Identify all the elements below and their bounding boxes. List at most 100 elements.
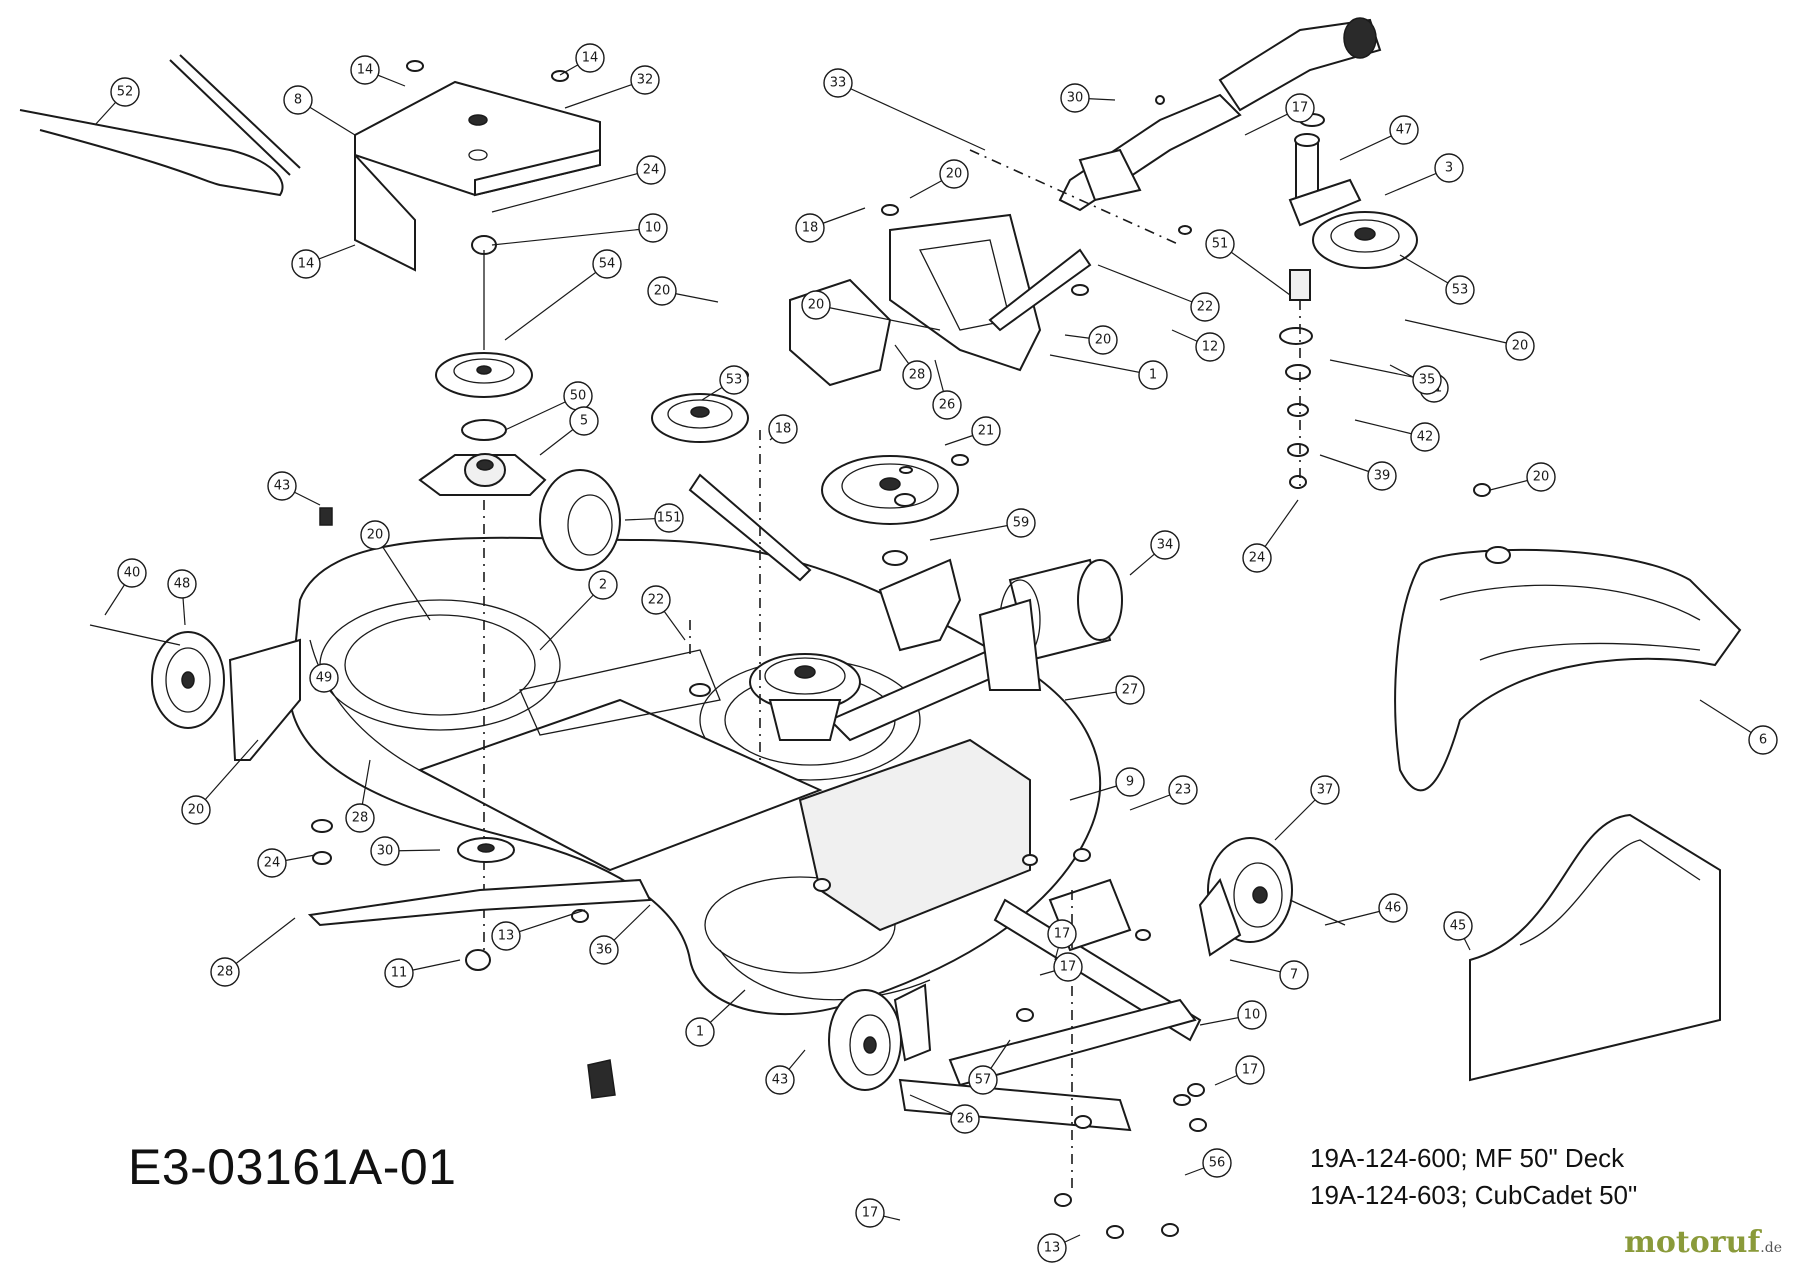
callout-number: 10	[645, 221, 662, 236]
callout-number: 50	[570, 389, 587, 404]
callout-49: 49	[309, 663, 339, 693]
callout-52: 52	[94, 77, 140, 126]
callout-20: 20	[360, 520, 431, 621]
callout-number: 33	[830, 76, 847, 91]
callout-28: 28	[210, 917, 296, 987]
callout-bubble	[1505, 331, 1535, 361]
callout-number: 20	[1533, 470, 1550, 485]
callout-bubble	[685, 1017, 715, 1047]
callout-number: 32	[637, 73, 654, 88]
callout-bubble	[855, 1198, 885, 1228]
callout-leader	[195, 739, 259, 811]
callout-bubble	[1115, 675, 1145, 705]
callout-bubble	[1410, 422, 1440, 452]
callout-37: 37	[1274, 775, 1340, 841]
callout-bubble	[823, 68, 853, 98]
callout-number: 28	[909, 368, 926, 383]
callout-5: 5	[539, 406, 599, 456]
callout-bubble	[283, 85, 313, 115]
callout-bubble	[801, 290, 831, 320]
callout-bubble	[1445, 275, 1475, 305]
callout-number: 1	[1149, 368, 1157, 383]
brand-watermark: motoruf.de	[1624, 1225, 1782, 1260]
callout-bubble	[569, 406, 599, 436]
callout-bubble	[1434, 153, 1464, 183]
callout-56: 56	[1184, 1148, 1232, 1178]
callout-8: 8	[283, 85, 356, 136]
callout-bubble	[1053, 952, 1083, 982]
callout-bubble	[1526, 462, 1556, 492]
callout-14: 14	[291, 244, 356, 279]
callout-bubble	[309, 663, 339, 693]
callout-leader	[504, 263, 608, 341]
callout-number: 18	[802, 221, 819, 236]
callout-number: 53	[726, 373, 743, 388]
callout-24: 24	[491, 155, 666, 213]
callout-number: 27	[1122, 683, 1139, 698]
callout-bubble	[1190, 292, 1220, 322]
callout-1: 1	[1049, 354, 1168, 390]
callout-number: 42	[1417, 430, 1434, 445]
deflector-rod	[19, 54, 301, 197]
callout-bubble	[795, 213, 825, 243]
callout-number: 37	[1317, 783, 1334, 798]
callout-number: 20	[946, 167, 963, 182]
callout-number: 23	[1175, 783, 1192, 798]
callout-number: 52	[117, 85, 134, 100]
callout-17: 17	[1244, 93, 1315, 136]
callout-bubble	[1088, 325, 1118, 355]
callout-leader	[1404, 319, 1521, 347]
callout-leader	[491, 169, 652, 213]
callout-bubble	[1202, 1148, 1232, 1178]
callout-18: 18	[768, 414, 798, 444]
callout-bubble	[1138, 360, 1168, 390]
callout-number: 47	[1396, 123, 1413, 138]
callout-bubble	[638, 213, 668, 243]
callout-number: 3	[1445, 161, 1453, 176]
callout-number: 1	[696, 1025, 704, 1040]
callout-47: 47	[1339, 115, 1419, 161]
callout-45: 45	[1443, 911, 1473, 951]
callout-39: 39	[1319, 454, 1397, 491]
callout-number: 59	[1013, 516, 1030, 531]
callout-bubble	[1006, 508, 1036, 538]
callout-leader	[1097, 264, 1206, 308]
callout-10: 10	[491, 213, 668, 246]
callout-20: 20	[1489, 462, 1556, 492]
callout-bubble	[491, 921, 521, 951]
callout-46: 46	[1324, 893, 1408, 926]
callout-43: 43	[267, 471, 321, 506]
callout-bubble	[630, 65, 660, 95]
callout-bubble	[1060, 83, 1090, 113]
callout-bubble	[1235, 1055, 1265, 1085]
callout-number: 20	[808, 298, 825, 313]
callout-number: 57	[975, 1073, 992, 1088]
callout-bubble	[1047, 919, 1077, 949]
callout-number: 14	[357, 63, 374, 78]
callout-14: 14	[559, 43, 605, 76]
callout-number: 17	[1054, 927, 1071, 942]
callout-number: 9	[1126, 775, 1134, 790]
callout-bubble	[257, 848, 287, 878]
mulch-plug	[1469, 813, 1721, 1082]
spring-assembly	[878, 558, 1123, 691]
brand-name: motoruf	[1624, 1225, 1761, 1260]
callout-17: 17	[1047, 919, 1077, 961]
callout-number: 24	[264, 856, 281, 871]
callout-bubble	[1237, 1000, 1267, 1030]
callout-number: 6	[1759, 733, 1767, 748]
callout-bubble	[765, 1065, 795, 1095]
callout-bubble	[902, 360, 932, 390]
callout-42: 42	[1354, 419, 1440, 452]
callout-number: 5	[580, 414, 588, 429]
callout-bubble	[1037, 1233, 1067, 1263]
callout-bubble	[1195, 332, 1225, 362]
callout-bubble	[1150, 530, 1180, 560]
callout-34: 34	[1129, 530, 1180, 576]
callout-12: 12	[1171, 329, 1225, 362]
callout-leader	[374, 534, 431, 621]
callout-leader	[1329, 359, 1428, 381]
callout-number: 56	[1209, 1156, 1226, 1171]
callout-number: 26	[939, 398, 956, 413]
